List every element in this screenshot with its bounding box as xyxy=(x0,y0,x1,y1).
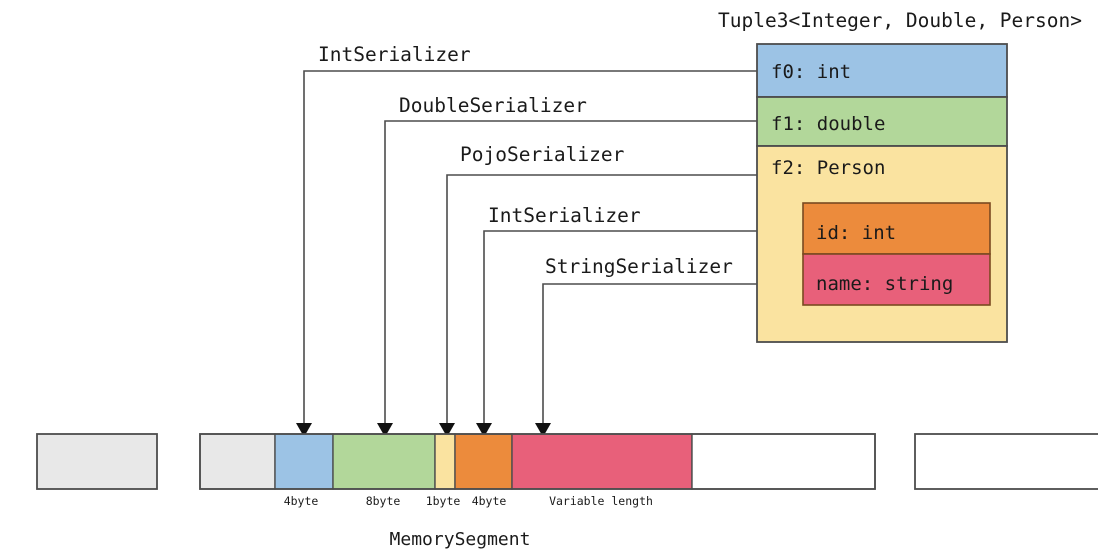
memory-segment-current xyxy=(199,433,876,490)
byte-segment-id xyxy=(454,433,513,490)
connector-f2 xyxy=(446,174,757,424)
tuple-field-f0-label: f0: int xyxy=(771,61,851,83)
byte-label-name: Variable length xyxy=(549,494,653,508)
connector-id xyxy=(483,230,803,424)
serializer-label-3: IntSerializer xyxy=(488,204,641,227)
person-field-id-label: id: int xyxy=(816,222,896,244)
byte-segment-header xyxy=(199,433,276,490)
byte-segment-name xyxy=(511,433,693,490)
tuple-field-f1-label: f1: double xyxy=(771,113,885,135)
connector-name xyxy=(542,283,803,424)
memory-segment-caption: MemorySegment xyxy=(390,529,531,550)
byte-label-pojo-header: 1byte xyxy=(426,494,461,508)
byte-segment-free xyxy=(691,433,876,490)
connector-group xyxy=(303,70,803,424)
arrowhead-name xyxy=(535,423,551,437)
arrowhead-f2 xyxy=(439,423,455,437)
byte-label-f0: 4byte xyxy=(284,494,319,508)
tuple-box: f0: int f1: double f2: Person id: int na… xyxy=(756,43,1008,343)
serializer-label-0: IntSerializer xyxy=(318,43,471,66)
byte-segment-pojo-header xyxy=(434,433,456,490)
page-title: Tuple3<Integer, Double, Person> xyxy=(718,9,1082,32)
byte-segment-f0 xyxy=(274,433,334,490)
arrowhead-f1 xyxy=(377,423,393,437)
tuple-field-f0 xyxy=(756,43,1008,98)
memory-segment-previous xyxy=(36,433,158,490)
arrowhead-id xyxy=(476,423,492,437)
memory-segment-current-outline xyxy=(199,433,876,490)
person-field-name-label: name: string xyxy=(816,273,953,295)
serializer-label-2: PojoSerializer xyxy=(460,143,624,166)
serializer-label-group: IntSerializer DoubleSerializer PojoSeria… xyxy=(318,43,733,278)
arrowhead-f0 xyxy=(296,423,312,437)
byte-segment-f1 xyxy=(332,433,436,490)
byte-label-id: 4byte xyxy=(472,494,507,508)
connector-f1 xyxy=(384,120,757,424)
byte-label-group: 4byte 8byte 1byte 4byte Variable length xyxy=(284,494,653,508)
arrowhead-group xyxy=(296,423,551,437)
connector-f0 xyxy=(303,70,757,424)
serializer-label-4: StringSerializer xyxy=(545,255,733,278)
serializer-label-1: DoubleSerializer xyxy=(399,94,587,117)
person-field-name xyxy=(802,253,991,306)
byte-label-f1: 8byte xyxy=(366,494,401,508)
memory-segment-next xyxy=(914,433,1098,490)
tuple-field-f2-label: f2: Person xyxy=(771,157,885,179)
